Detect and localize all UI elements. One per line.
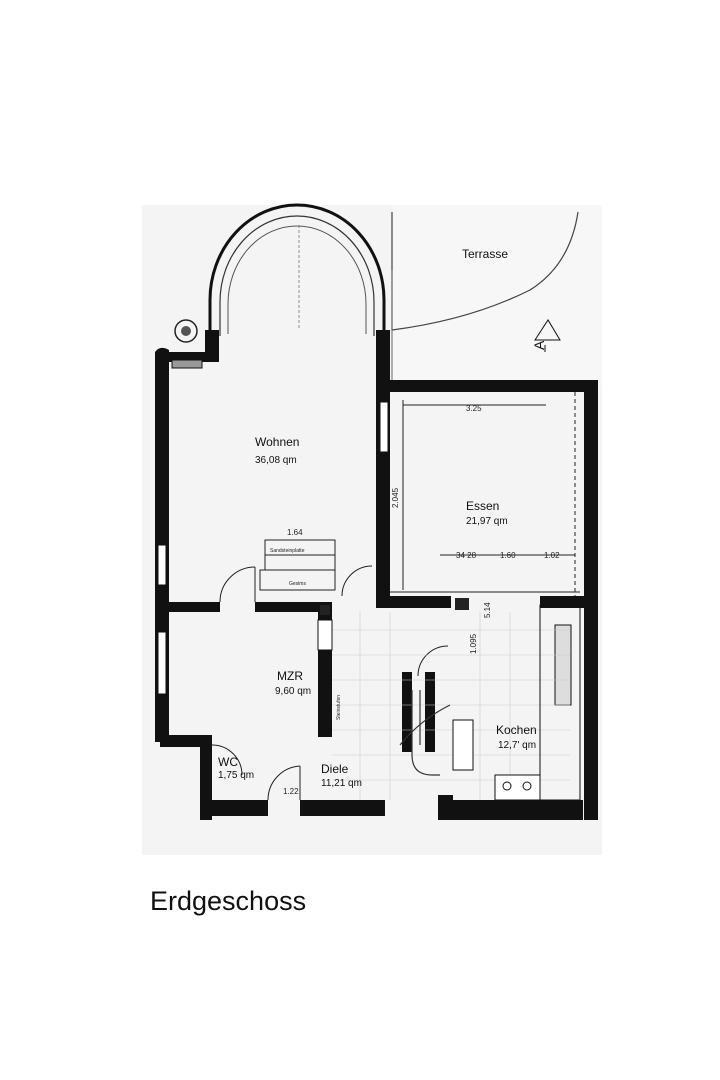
dim-entry-door: 1.22 (283, 787, 299, 796)
dim-essen-row-a: 34 28 (456, 551, 477, 560)
page-caption: Erdgeschoss (150, 886, 307, 916)
dim-essen-row-c: 1.02 (544, 551, 560, 560)
shelf-label: Sandsteinplatte (270, 548, 305, 554)
room-diele: Diele (321, 762, 349, 776)
dim-essen-side: 2.045 (391, 487, 400, 508)
bay-window (208, 203, 386, 340)
area-mzr: 9,60 qm (275, 686, 311, 697)
area-wohnen: 36,08 qm (255, 455, 297, 466)
room-wc: WC (218, 755, 238, 769)
essen-details (390, 392, 580, 596)
shelf-sub-label: Gesims (289, 581, 306, 587)
section-marker: A (531, 319, 561, 352)
room-mzr: MZR (277, 669, 303, 683)
terrace-area (392, 205, 602, 385)
windows (157, 359, 572, 706)
wohnen-shelf (259, 539, 336, 591)
room-essen: Essen (466, 499, 499, 513)
room-wohnen: Wohnen (255, 435, 299, 449)
dim-essen-row-b: 1.60 (500, 551, 516, 560)
room-kochen: Kochen (496, 723, 537, 737)
dim-essen-width: 3.25 (466, 404, 482, 413)
staircase (399, 690, 451, 776)
area-wc: 1,75 qm (218, 770, 254, 781)
dim-wohnen-shelf: 1.64 (287, 528, 303, 537)
kitchen-counters (452, 598, 581, 801)
stair-label: Steinstufen (336, 695, 342, 720)
mzr-cupboard (317, 605, 333, 651)
terrace-outline (391, 211, 579, 331)
area-diele: 11,21 qm (321, 778, 362, 789)
door-swings (211, 565, 449, 801)
area-kochen: 12,7' qm (498, 740, 536, 751)
plant-icon (174, 319, 198, 343)
area-essen: 21,97 qm (466, 516, 508, 527)
section-marker-label: A (531, 340, 547, 350)
dim-kitchen-a: 1.095 (469, 633, 478, 654)
dim-kitchen-b: 5.14 (483, 602, 492, 618)
room-terrasse: Terrasse (462, 247, 508, 261)
